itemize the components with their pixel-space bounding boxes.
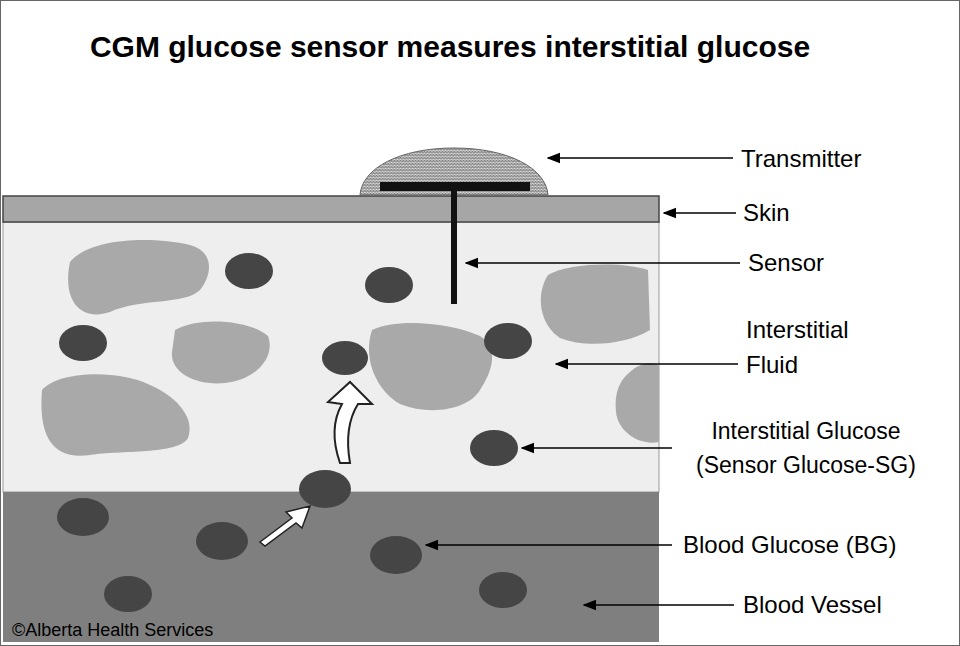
transmitter-dome — [360, 148, 548, 195]
sensor-filament — [451, 190, 457, 304]
part-label: Interstitial Fluid — [746, 312, 896, 382]
copyright-note: ©Alberta Health Services — [12, 620, 312, 642]
blood-vessel-region — [3, 492, 659, 642]
glucose-molecules — [57, 253, 532, 612]
diagram-title: CGM glucose sensor measures interstitial… — [0, 30, 900, 64]
diffusion-arrow — [260, 506, 310, 546]
part-label: Transmitter — [741, 145, 951, 174]
diffusion-arrow — [328, 382, 372, 463]
skin-layer — [3, 196, 659, 222]
part-label: Sensor — [748, 249, 948, 278]
part-label: Blood Vessel — [743, 591, 953, 620]
part-label: Skin — [743, 199, 943, 228]
part-label: Blood Glucose (BG) — [683, 531, 953, 560]
transmitter-base — [380, 182, 530, 191]
part-label: Interstitial Glucose (Sensor Glucose-SG) — [676, 414, 936, 482]
